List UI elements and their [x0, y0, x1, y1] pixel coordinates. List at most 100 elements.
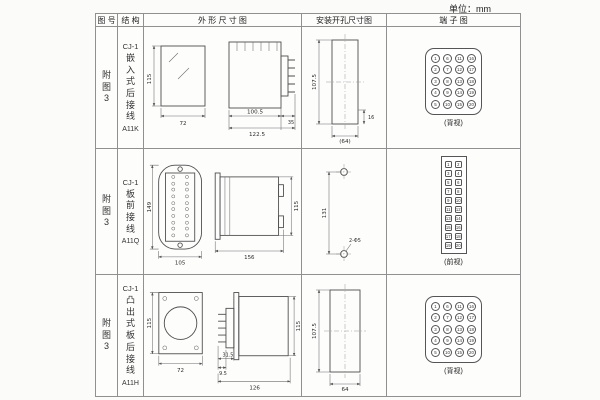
- install-cell: 131 2-Φ5: [301, 148, 387, 275]
- dim-side-width: 156: [244, 254, 255, 260]
- terminal-pin: 15: [455, 347, 464, 357]
- terminal-pin: 17: [467, 65, 476, 74]
- terminal-pin: 20: [467, 99, 476, 109]
- terminal-pin: 8: [443, 324, 452, 334]
- terminal-pin: 14: [455, 336, 464, 345]
- terminal-pin: 19: [467, 88, 476, 97]
- terminal-pin: 3: [431, 76, 440, 86]
- spec-table: 图 号 结 构 外 形 尺 寸 图 安装开孔尺寸图 端 子 图 附图3 CJ-1…: [95, 13, 521, 397]
- terminal-pin: 16: [467, 301, 476, 311]
- outline-cell: 149 105 156 115: [143, 148, 302, 275]
- terminal-pin: 20: [454, 241, 462, 250]
- dim-total-width: 126: [249, 385, 260, 391]
- dim-body-depth: 100.5: [246, 109, 262, 115]
- dim-front-width: 105: [174, 260, 184, 266]
- terminal-pin: 18: [467, 76, 476, 86]
- dim-side-height: 115: [294, 200, 300, 210]
- dim-cutout-height: 107.5: [312, 73, 318, 89]
- terminal-pin: 12: [454, 205, 462, 214]
- install-drawing-a11k: 107.5 16 (64): [312, 33, 374, 144]
- terminal-pin: 13: [455, 76, 464, 86]
- terminal-pin: 17: [444, 232, 452, 241]
- dim-hole-spacing: 131: [322, 207, 328, 218]
- terminal-pin: 12: [455, 65, 464, 74]
- view-label: (前视): [444, 259, 463, 267]
- outline-drawing-a11h: 115 72 31.5 9.5 126: [147, 291, 301, 391]
- front-view: 149 105: [147, 164, 202, 266]
- terminal-pin: 2: [454, 160, 462, 169]
- fig-cell: 附图3: [95, 26, 118, 149]
- terminal-pin: 5: [431, 99, 440, 109]
- terminal-pin: 5: [431, 347, 440, 357]
- terminal-pin: 11: [455, 301, 464, 311]
- unit-label: 单位：mm: [449, 4, 491, 14]
- terminal-pin: 12: [455, 313, 464, 322]
- terminal-pin: 6: [443, 301, 452, 311]
- drill-holes: 131 2-Φ5: [322, 163, 361, 262]
- install-cell: 107.5 64: [301, 274, 387, 397]
- terminal-pin: 4: [431, 336, 440, 345]
- dim-front-width: 72: [177, 368, 184, 374]
- view-label: (背视): [444, 367, 463, 375]
- fig-cell: 附图3: [95, 148, 118, 275]
- terminal-pin: 8: [454, 187, 462, 196]
- side-view: 100.5 35 122.5: [228, 41, 295, 138]
- front-view: 115 72: [146, 45, 205, 127]
- dim-cutout-height: 107.5: [312, 322, 318, 338]
- dim-pin-depth: 35: [287, 120, 293, 126]
- col-header-install-dims: 安装开孔尺寸图: [301, 13, 387, 27]
- terminal-pin: 10: [443, 99, 452, 109]
- terminal-pin: 2: [431, 65, 440, 74]
- col-header-structure: 结 构: [117, 13, 144, 27]
- terminal-pin: 3: [431, 324, 440, 334]
- terminal-pin: 6: [454, 178, 462, 187]
- terminal-pin: 9: [443, 336, 452, 345]
- structure-label: 凸出式板后接线: [125, 295, 135, 376]
- dim-offset: 16: [368, 115, 374, 121]
- col-header-terminal: 端 子 图: [386, 13, 521, 27]
- fig-number: 附图3: [101, 193, 111, 228]
- terminal-pin: 10: [454, 196, 462, 205]
- terminal-pin: 11: [444, 205, 452, 214]
- install-drawing-a11h: 107.5 64: [312, 283, 366, 392]
- terminal-pin: 8: [443, 76, 452, 86]
- terminal-pin: 7: [444, 187, 452, 196]
- terminal-pin: 7: [443, 65, 452, 74]
- terminal-pin: 19: [444, 241, 452, 250]
- terminal-pin: 1: [431, 53, 440, 63]
- terminal-pin: 4: [454, 169, 462, 178]
- dim-total-depth: 122.5: [248, 132, 264, 138]
- header-row: 图 号 结 构 外 形 尺 寸 图 安装开孔尺寸图 端 子 图: [95, 13, 521, 27]
- terminal-pin: 1: [444, 160, 452, 169]
- install-drawing-a11q: 131 2-Φ5: [322, 163, 361, 262]
- terminal-pin: 13: [444, 214, 452, 223]
- model-label: CJ-1: [122, 41, 139, 51]
- col-header-fig-no: 图 号: [95, 13, 118, 27]
- terminal-pin: 13: [455, 324, 464, 334]
- dim-side-height: 115: [296, 320, 301, 331]
- front-view: 115 72: [147, 291, 203, 374]
- terminal-pin: 19: [467, 336, 476, 345]
- type-code: A11H: [122, 379, 139, 387]
- outline-cell: 115 72 100.5 35 122.5: [143, 26, 302, 149]
- col-header-outline-dims: 外 形 尺 寸 图: [143, 13, 302, 27]
- terminal-pin: 6: [443, 53, 452, 63]
- terminal-pin: 11: [455, 53, 464, 63]
- view-label: (背视): [444, 119, 463, 127]
- dim-front-height: 149: [147, 201, 153, 212]
- terminal-pin: 3: [444, 169, 452, 178]
- dim-front-height: 115: [147, 317, 153, 328]
- terminal-pin: 15: [455, 99, 464, 109]
- table-row-a11q: 附图3 CJ-1 板前接线 A11Q: [95, 148, 521, 275]
- type-code: A11K: [122, 126, 139, 134]
- terminal-pin: 20: [467, 347, 476, 357]
- type-code: A11Q: [121, 238, 140, 246]
